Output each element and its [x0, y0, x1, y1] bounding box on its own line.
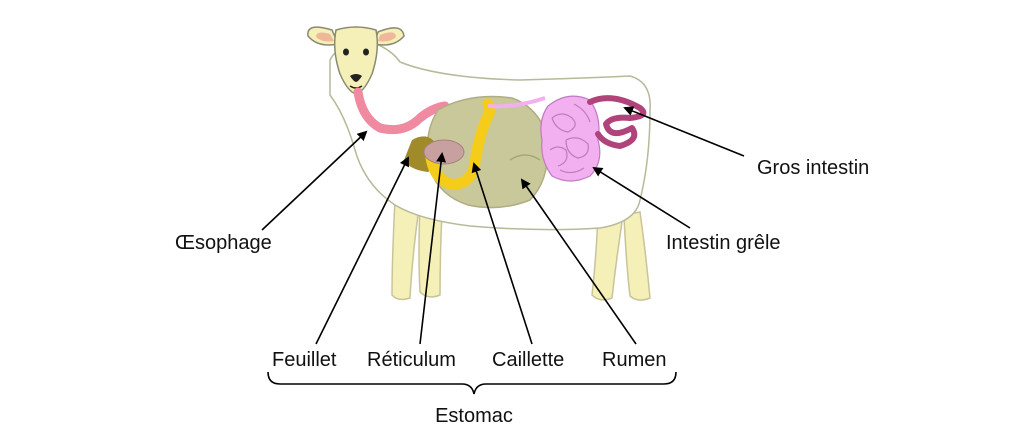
arrow-reticulum — [419, 152, 447, 345]
label-reticulum: Réticulum — [367, 349, 456, 371]
small-intestine — [540, 95, 601, 182]
arrow-omasum — [315, 156, 409, 345]
arrow-rumen — [520, 178, 637, 345]
label-stomach: Estomac — [435, 405, 513, 427]
label-esophagus: Œsophage — [175, 232, 272, 254]
hind-leg-left — [591, 214, 623, 301]
duodenum — [487, 96, 546, 109]
face — [333, 26, 379, 95]
esophagus — [353, 87, 450, 135]
sheep-head — [307, 26, 405, 95]
label-large-intestine: Gros intestin — [757, 157, 869, 179]
rumen-fold — [509, 154, 541, 161]
arrow-large-intestine — [623, 106, 745, 157]
nose — [350, 74, 362, 82]
sheep-legs — [391, 198, 651, 301]
ear-right-inner — [378, 32, 396, 42]
arrow-esophagus — [261, 130, 368, 231]
label-abomasum: Caillette — [492, 349, 564, 371]
label-omasum: Feuillet — [272, 349, 337, 371]
label-small-intestine: Intestin grêle — [666, 232, 781, 254]
stomach-brace — [267, 371, 677, 395]
front-leg-left — [391, 198, 419, 301]
arrow-abomasum — [471, 162, 533, 345]
arrows — [261, 106, 745, 345]
reticulum — [423, 139, 465, 165]
eye-left — [343, 48, 349, 56]
hind-leg-right — [623, 211, 651, 301]
large-intestine — [587, 95, 647, 149]
ear-left-inner — [316, 32, 334, 42]
eye-right — [363, 48, 369, 56]
arrow-small-intestine — [592, 166, 691, 229]
label-rumen: Rumen — [602, 349, 666, 371]
